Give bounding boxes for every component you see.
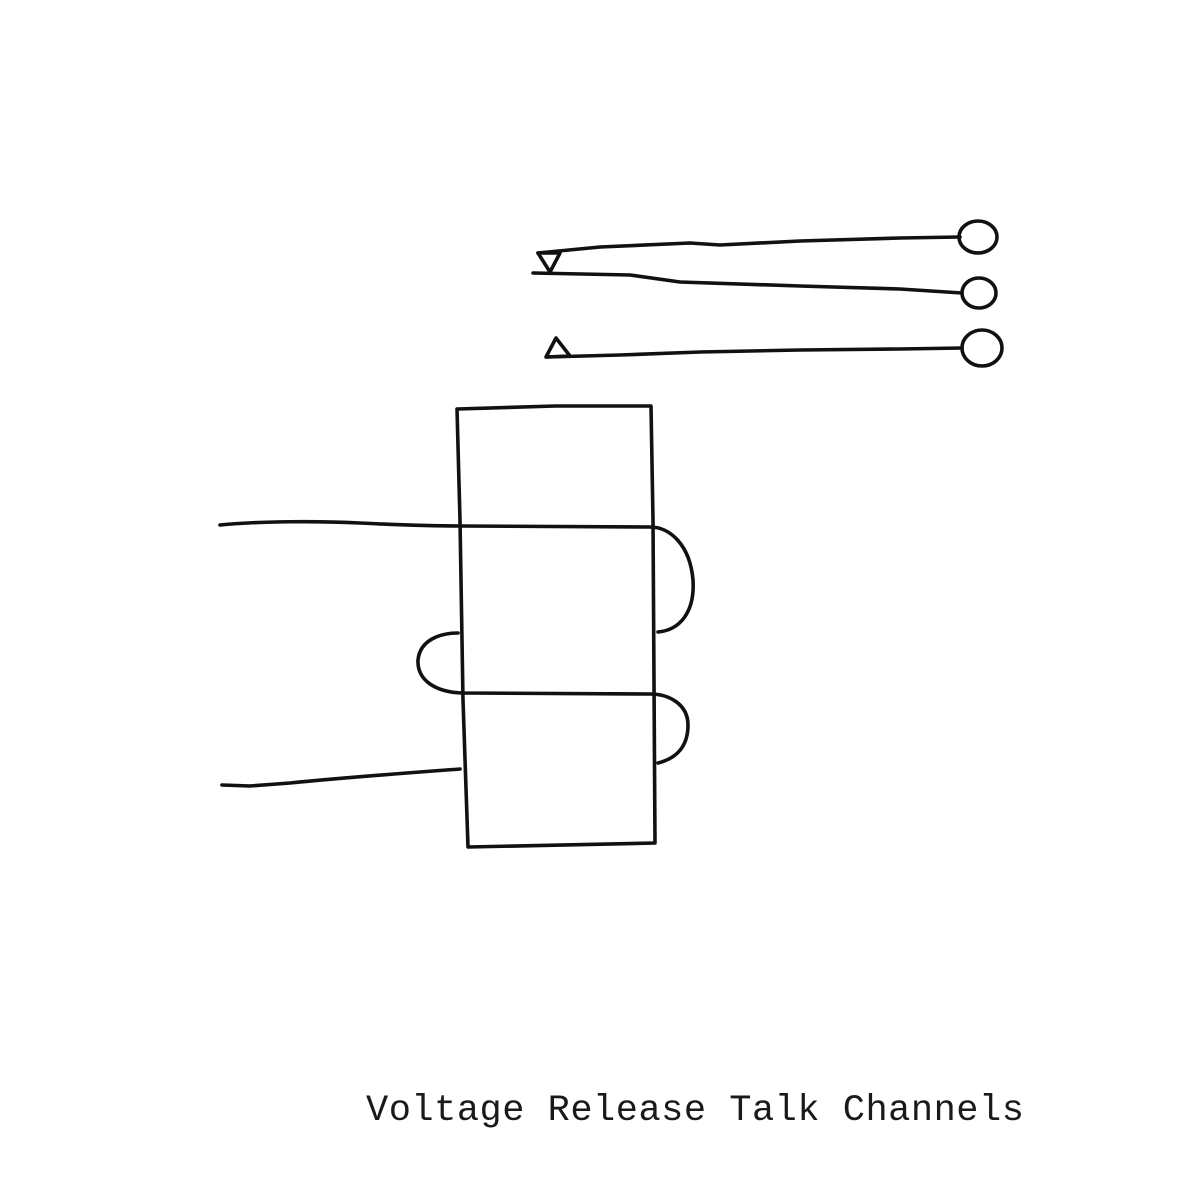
coil-rectangle (455, 404, 657, 849)
down-triangle-icon (536, 251, 562, 274)
coil-winding-wire (218, 519, 695, 788)
terminal-circle-top (957, 219, 999, 255)
contact-line-bottom (545, 346, 964, 359)
album-title: Voltage Release Talk Channels (366, 1090, 1025, 1132)
terminal-circle-bottom (960, 328, 1004, 368)
contact-line-top (536, 235, 962, 255)
terminal-circle-middle (960, 276, 998, 310)
switch-contacts (531, 219, 1004, 368)
up-triangle-icon (544, 336, 572, 359)
contact-line-middle (531, 271, 964, 295)
